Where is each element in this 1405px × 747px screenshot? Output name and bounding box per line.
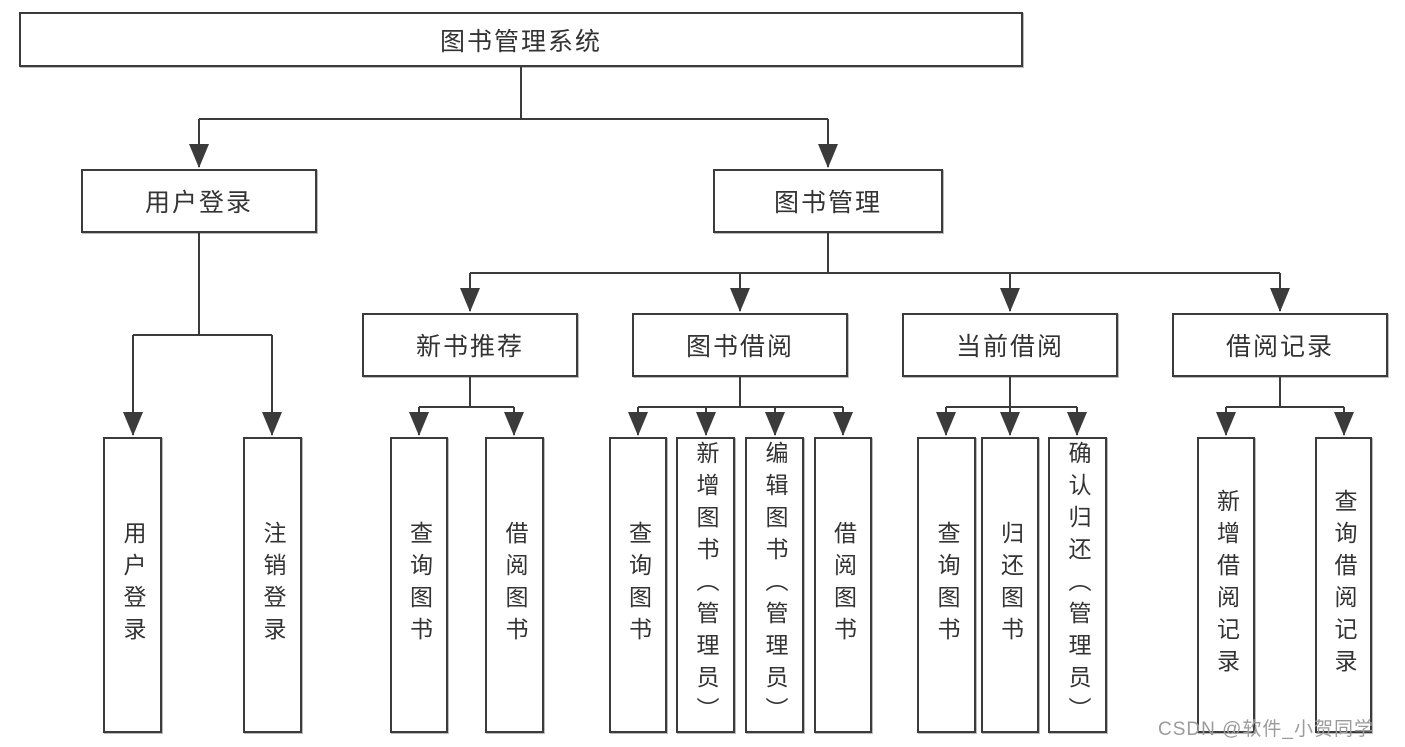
leaf-query-book-2-label: 查询图书: [625, 521, 652, 649]
node-root: 图书管理系统: [19, 12, 1023, 67]
leaf-logout: 注销登录: [243, 437, 302, 733]
leaf-return-book-label: 归还图书: [997, 521, 1024, 649]
leaf-query-borrow-record-label: 查询借阅记录: [1331, 489, 1357, 681]
node-book-management: 图书管理: [713, 169, 943, 233]
leaf-borrow-book-1-label: 借阅图书: [502, 521, 528, 649]
leaf-add-book: 新增图书（管理员）: [676, 437, 735, 733]
node-borrow-records: 借阅记录: [1172, 313, 1388, 377]
node-new-book-recommend: 新书推荐: [362, 313, 578, 377]
leaf-query-book-1: 查询图书: [390, 437, 448, 733]
leaf-confirm-return: 确认归还（管理员）: [1048, 437, 1107, 733]
node-user-login: 用户登录: [81, 169, 317, 233]
node-root-label: 图书管理系统: [439, 27, 602, 56]
leaf-borrow-book-2: 借阅图书: [814, 437, 872, 733]
node-book-borrow: 图书借阅: [632, 313, 848, 377]
node-user-login-label: 用户登录: [144, 189, 253, 217]
leaf-query-book-3-label: 查询图书: [934, 521, 960, 649]
watermark: CSDN @软件_小贺同学: [1158, 719, 1374, 740]
leaf-query-book-3: 查询图书: [917, 437, 976, 733]
node-borrow-records-label: 借阅记录: [1225, 333, 1334, 361]
leaf-add-borrow-record: 新增借阅记录: [1197, 437, 1255, 733]
node-current-borrow: 当前借阅: [902, 313, 1118, 377]
leaf-logout-label: 注销登录: [260, 521, 286, 649]
leaf-borrow-book-1: 借阅图书: [485, 437, 544, 733]
leaf-user-login-label: 用户登录: [120, 521, 146, 649]
leaf-borrow-book-2-label: 借阅图书: [830, 521, 857, 649]
leaf-return-book: 归还图书: [981, 437, 1039, 733]
leaf-add-book-label: 新增图书（管理员）: [693, 441, 719, 729]
leaf-confirm-return-label: 确认归还（管理员）: [1065, 441, 1091, 729]
leaf-edit-book-label: 编辑图书（管理员）: [762, 441, 788, 729]
leaf-add-borrow-record-label: 新增借阅记录: [1213, 489, 1240, 681]
leaf-query-book-2: 查询图书: [609, 437, 667, 733]
node-new-book-recommend-label: 新书推荐: [415, 333, 524, 361]
node-book-borrow-label: 图书借阅: [685, 333, 794, 361]
node-book-management-label: 图书管理: [773, 189, 882, 217]
leaf-query-book-1-label: 查询图书: [406, 521, 433, 649]
leaf-edit-book: 编辑图书（管理员）: [745, 437, 804, 733]
leaf-user-login: 用户登录: [103, 437, 162, 733]
leaf-query-borrow-record: 查询借阅记录: [1315, 437, 1372, 733]
node-current-borrow-label: 当前借阅: [955, 333, 1064, 361]
